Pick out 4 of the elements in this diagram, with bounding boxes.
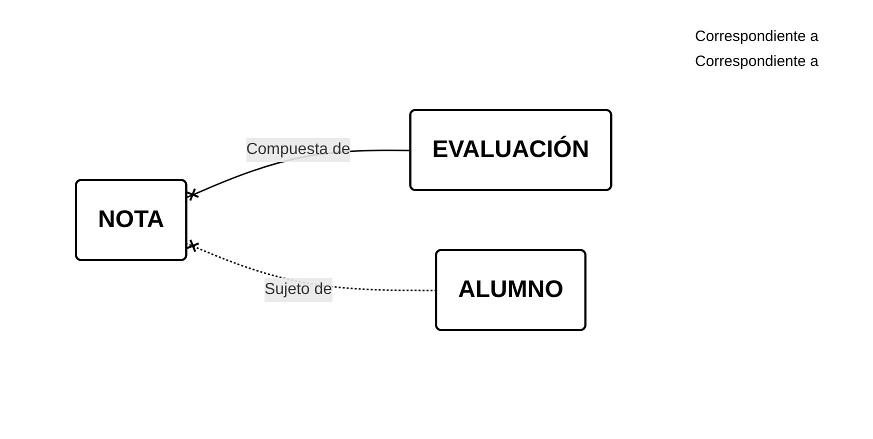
role-label: Correspondiente a [695, 28, 820, 45]
role-label: Correspondiente a [695, 53, 820, 70]
edge-label: Sujeto de [264, 280, 332, 298]
edge-label: Compuesta de [246, 140, 350, 158]
